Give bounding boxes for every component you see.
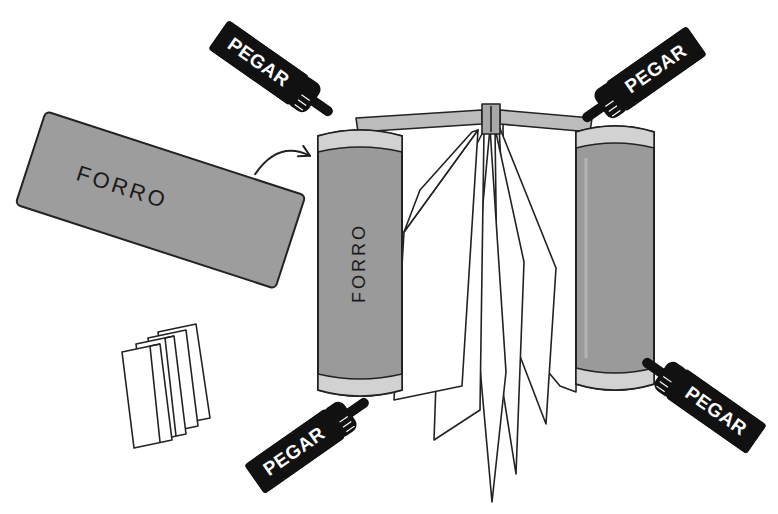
finger-crease <box>605 101 613 107</box>
lining-strip: FORRO <box>14 110 306 290</box>
finger-crease <box>343 421 351 427</box>
finger-crease <box>660 381 668 387</box>
finger-crease <box>340 416 348 422</box>
finger-crease <box>295 105 303 111</box>
arrow-head <box>298 146 310 156</box>
book-pages <box>394 124 578 502</box>
finger-crease <box>656 386 664 392</box>
lining-cylinder <box>576 126 654 390</box>
finger-crease <box>301 95 309 101</box>
glue-tag: PEGAR <box>573 26 708 135</box>
hand-shape <box>633 345 768 454</box>
hand-shape <box>208 20 343 129</box>
lining-cylinder: FORRO <box>316 122 404 404</box>
finger-crease <box>663 376 671 382</box>
finger-crease <box>346 426 354 432</box>
hand-finger <box>580 100 609 124</box>
glue-tag: PEGAR <box>633 345 768 454</box>
label-group: FORRO <box>350 223 370 303</box>
cylinder-end <box>318 130 402 152</box>
node-label: FORRO <box>350 223 370 303</box>
finger-crease <box>298 100 306 106</box>
curved-arrow <box>255 146 310 174</box>
glue-tag: PEGAR <box>244 385 379 494</box>
hand-finger <box>640 356 669 380</box>
glue-tag: PEGAR <box>208 20 343 129</box>
cylinder-end <box>318 374 402 396</box>
finger-crease <box>612 111 620 117</box>
cylinder-body <box>318 130 402 396</box>
paper-stack <box>122 324 210 448</box>
hand-shape <box>244 385 379 494</box>
hand-finger <box>342 396 371 420</box>
book-spine <box>356 104 592 134</box>
label-group: FORRO <box>73 161 170 213</box>
hand-shape <box>573 26 708 135</box>
node-label: FORRO <box>73 161 170 213</box>
finger-crease <box>609 106 617 112</box>
hand-finger <box>306 94 335 118</box>
arrow-shaft <box>255 151 310 174</box>
